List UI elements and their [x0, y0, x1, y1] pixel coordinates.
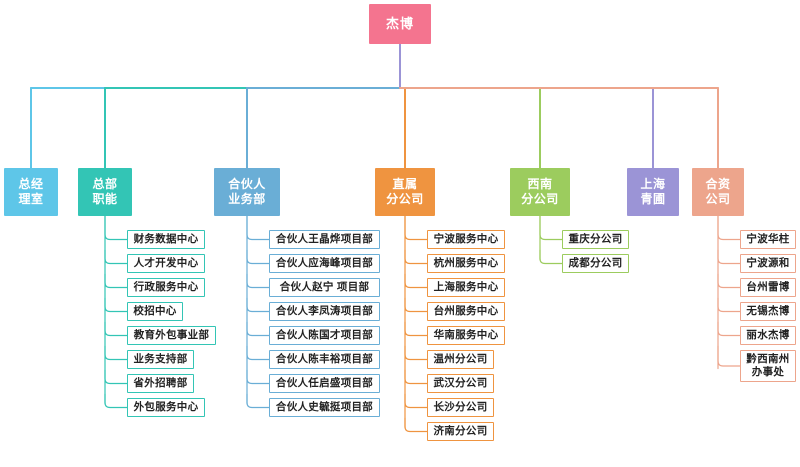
- branch-node-joint-venture[interactable]: 合资 公司: [692, 168, 744, 216]
- leaf-node-hq-functions-6[interactable]: 省外招聘部: [127, 374, 194, 393]
- leaf-node-direct-branches-0[interactable]: 宁波服务中心: [427, 230, 505, 249]
- leaf-node-partner-business-0[interactable]: 合伙人王晶烨项目部: [269, 230, 380, 249]
- leaf-node-direct-branches-1[interactable]: 杭州服务中心: [427, 254, 505, 273]
- leaf-node-partner-business-3[interactable]: 合伙人李凤涛项目部: [269, 302, 380, 321]
- branch-node-shanghai-qingpu[interactable]: 上海 青圃: [627, 168, 679, 216]
- leaf-node-joint-venture-3[interactable]: 无锡杰博: [740, 302, 796, 321]
- leaf-node-joint-venture-2[interactable]: 台州雷博: [740, 278, 796, 297]
- leaf-node-direct-branches-6[interactable]: 武汉分公司: [427, 374, 494, 393]
- root-node-jiebo[interactable]: 杰博: [369, 4, 431, 44]
- branch-node-gm-office[interactable]: 总经 理室: [4, 168, 58, 216]
- leaf-node-hq-functions-2[interactable]: 行政服务中心: [127, 278, 205, 297]
- leaf-node-southwest-branch-0[interactable]: 重庆分公司: [562, 230, 629, 249]
- leaf-node-partner-business-6[interactable]: 合伙人任启盛项目部: [269, 374, 380, 393]
- leaf-node-partner-business-4[interactable]: 合伙人陈国才项目部: [269, 326, 380, 345]
- leaf-node-direct-branches-8[interactable]: 济南分公司: [427, 422, 494, 441]
- leaf-node-partner-business-1[interactable]: 合伙人应海峰项目部: [269, 254, 380, 273]
- branch-node-hq-functions[interactable]: 总部 职能: [78, 168, 132, 216]
- leaf-node-hq-functions-7[interactable]: 外包服务中心: [127, 398, 205, 417]
- leaf-node-hq-functions-4[interactable]: 教育外包事业部: [127, 326, 216, 345]
- leaf-node-partner-business-2[interactable]: 合伙人赵宁 项目部: [269, 278, 380, 297]
- leaf-node-direct-branches-2[interactable]: 上海服务中心: [427, 278, 505, 297]
- leaf-node-direct-branches-3[interactable]: 台州服务中心: [427, 302, 505, 321]
- leaf-node-hq-functions-5[interactable]: 业务支持部: [127, 350, 194, 369]
- leaf-node-direct-branches-7[interactable]: 长沙分公司: [427, 398, 494, 417]
- leaf-node-hq-functions-1[interactable]: 人才开发中心: [127, 254, 205, 273]
- leaf-node-joint-venture-4[interactable]: 丽水杰博: [740, 326, 796, 345]
- leaf-node-hq-functions-3[interactable]: 校招中心: [127, 302, 183, 321]
- leaf-node-joint-venture-1[interactable]: 宁波源和: [740, 254, 796, 273]
- leaf-node-hq-functions-0[interactable]: 财务数据中心: [127, 230, 205, 249]
- leaf-node-southwest-branch-1[interactable]: 成都分公司: [562, 254, 629, 273]
- branch-node-partner-business[interactable]: 合伙人 业务部: [214, 168, 280, 216]
- leaf-node-joint-venture-0[interactable]: 宁波华柱: [740, 230, 796, 249]
- leaf-node-joint-venture-5[interactable]: 黔西南州 办事处: [740, 350, 796, 382]
- leaf-node-partner-business-7[interactable]: 合伙人史毓挺项目部: [269, 398, 380, 417]
- branch-node-direct-branches[interactable]: 直属 分公司: [375, 168, 435, 216]
- leaf-node-partner-business-5[interactable]: 合伙人陈丰裕项目部: [269, 350, 380, 369]
- leaf-node-direct-branches-5[interactable]: 温州分公司: [427, 350, 494, 369]
- leaf-node-direct-branches-4[interactable]: 华南服务中心: [427, 326, 505, 345]
- branch-node-southwest-branch[interactable]: 西南 分公司: [510, 168, 570, 216]
